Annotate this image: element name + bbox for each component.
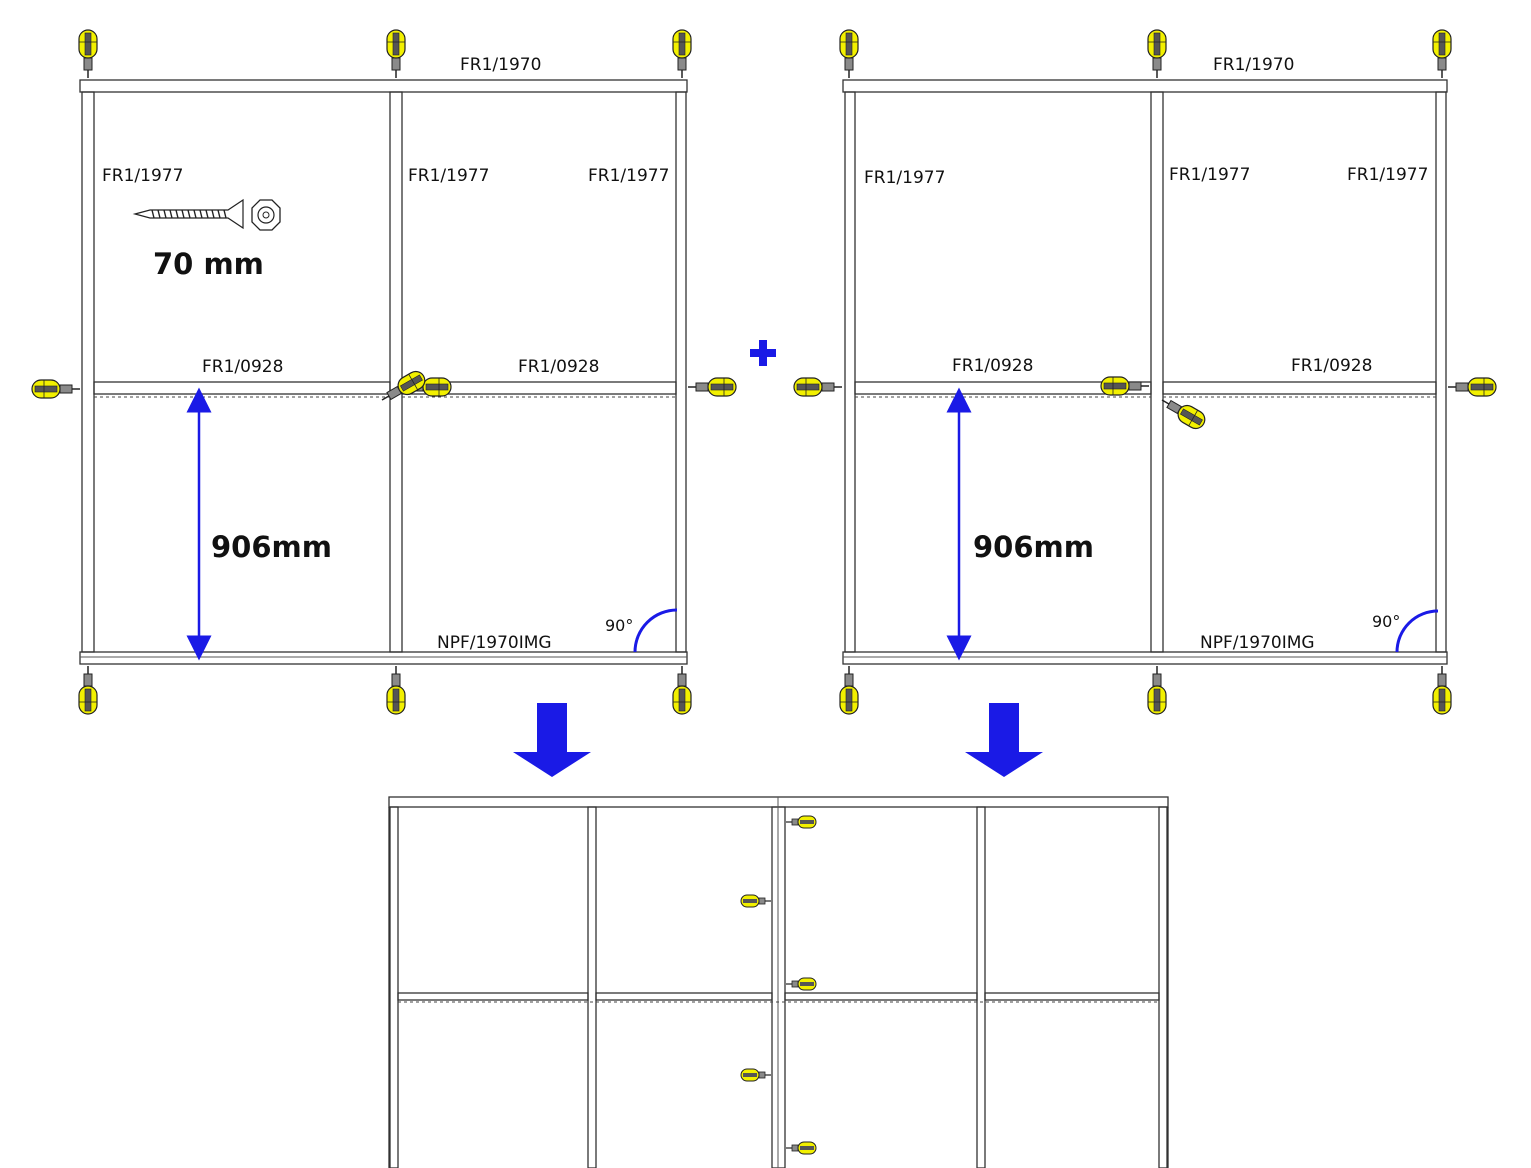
- plus-icon: [750, 340, 776, 366]
- right-frame: [842, 79, 1448, 665]
- left-height-dimension: 906mm: [211, 530, 332, 564]
- right-angle-icon: [633, 608, 678, 653]
- right-bottom-rail: [842, 651, 1448, 665]
- torx-head-icon: [251, 199, 281, 231]
- left-upright-2: [389, 91, 403, 653]
- right-shelf-1: [854, 381, 1152, 395]
- right-angle-icon: [1395, 609, 1439, 653]
- right-upright-label-3: FR1/1977: [1347, 165, 1428, 185]
- right-upright-3: [1435, 91, 1447, 653]
- right-upright-2: [1150, 91, 1164, 653]
- left-frame: [79, 79, 688, 665]
- screw-icon: [132, 198, 244, 230]
- left-shelf-label-2: FR1/0928: [518, 357, 599, 377]
- left-bottom-rail-label: NPF/1970IMG: [437, 633, 552, 653]
- right-upright-label-2: FR1/1977: [1169, 165, 1250, 185]
- right-shelf-2: [1162, 381, 1437, 395]
- left-angle-label: 90°: [605, 616, 633, 635]
- left-top-rail-label: FR1/1970: [460, 55, 541, 75]
- left-upright-label-2: FR1/1977: [408, 166, 489, 186]
- left-upright-1: [81, 91, 95, 653]
- screwdriver-icon: [31, 29, 737, 715]
- right-top-rail-label: FR1/1970: [1213, 55, 1294, 75]
- right-upright-label-1: FR1/1977: [864, 168, 945, 188]
- left-shelf-label-1: FR1/0928: [202, 357, 283, 377]
- right-angle-label: 90°: [1372, 612, 1400, 631]
- right-shelf-label-1: FR1/0928: [952, 356, 1033, 376]
- right-height-dimension: 906mm: [973, 530, 1094, 564]
- left-upright-label-1: FR1/1977: [102, 166, 183, 186]
- left-shelf-1: [93, 381, 391, 395]
- left-top-rail: [79, 79, 688, 93]
- down-arrow-icon: [513, 703, 591, 777]
- right-bottom-rail-label: NPF/1970IMG: [1200, 633, 1315, 653]
- left-bottom-rail: [79, 651, 688, 665]
- right-top-rail: [842, 79, 1448, 93]
- right-upright-1: [844, 91, 856, 653]
- right-shelf-label-2: FR1/0928: [1291, 356, 1372, 376]
- left-upright-label-3: FR1/1977: [588, 166, 669, 186]
- screw-length-label: 70 mm: [153, 247, 264, 281]
- left-upright-3: [675, 91, 687, 653]
- down-arrow-icon: [965, 703, 1043, 777]
- combined-assembly: [388, 796, 1169, 1168]
